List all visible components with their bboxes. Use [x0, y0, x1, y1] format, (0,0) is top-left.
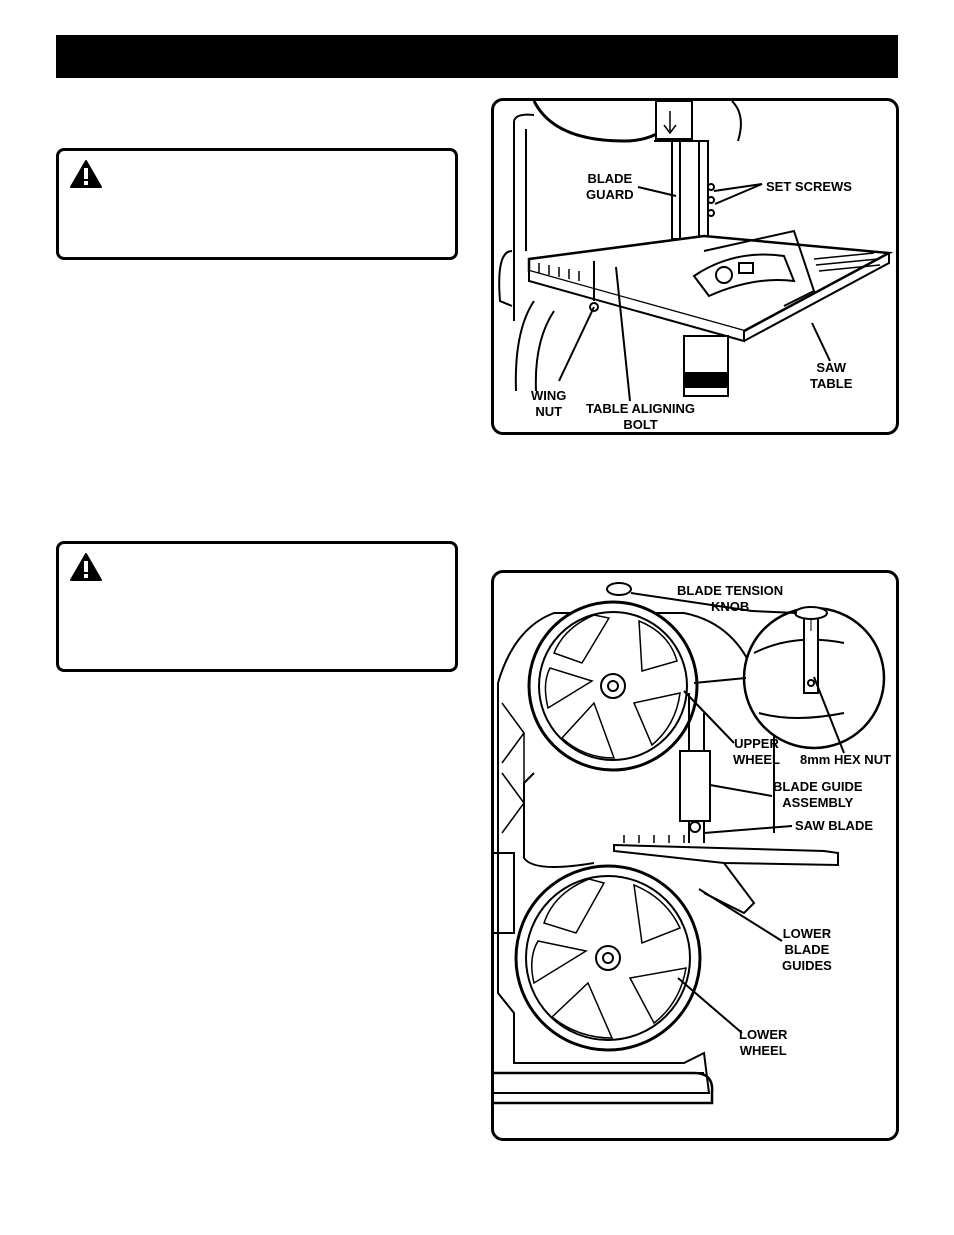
section-header-bar	[56, 35, 898, 78]
label-blade-tension-knob: BLADE TENSION KNOB	[677, 583, 784, 614]
label-set-screws: SET SCREWS	[766, 179, 852, 194]
label-wing-nut: WING NUT	[531, 388, 567, 419]
label-lower-blade-guides: LOWER BLADE GUIDES	[782, 926, 832, 973]
label-saw-table: SAW TABLE	[810, 360, 853, 391]
band-saw-wheels-figure: BLADE TENSION KNOB UPPER WHEEL 8mm HEX N…	[491, 570, 899, 1141]
band-saw-wheels-illustration	[494, 582, 886, 1105]
label-blade-guard: BLADE GUARD	[586, 171, 634, 202]
label-blade-guide-assembly: BLADE GUIDE ASSEMBLY	[773, 779, 863, 810]
label-upper-wheel: UPPER WHEEL	[733, 736, 780, 767]
warning-box-2	[56, 541, 458, 672]
label-lower-wheel: LOWER WHEEL	[739, 1027, 788, 1058]
warning-box-1	[56, 148, 458, 260]
saw-table-figure: BLADE GUARD SET SCREWS SAW TABLE WING NU…	[491, 98, 899, 435]
label-8mm-hex-nut: 8mm HEX NUT	[800, 752, 892, 767]
label-saw-blade: SAW BLADE	[795, 818, 873, 833]
warning-triangle-icon	[70, 160, 102, 188]
label-table-aligning-bolt: TABLE ALIGNING BOLT	[586, 401, 696, 432]
warning-triangle-icon	[70, 553, 102, 581]
saw-table-illustration	[498, 101, 894, 402]
